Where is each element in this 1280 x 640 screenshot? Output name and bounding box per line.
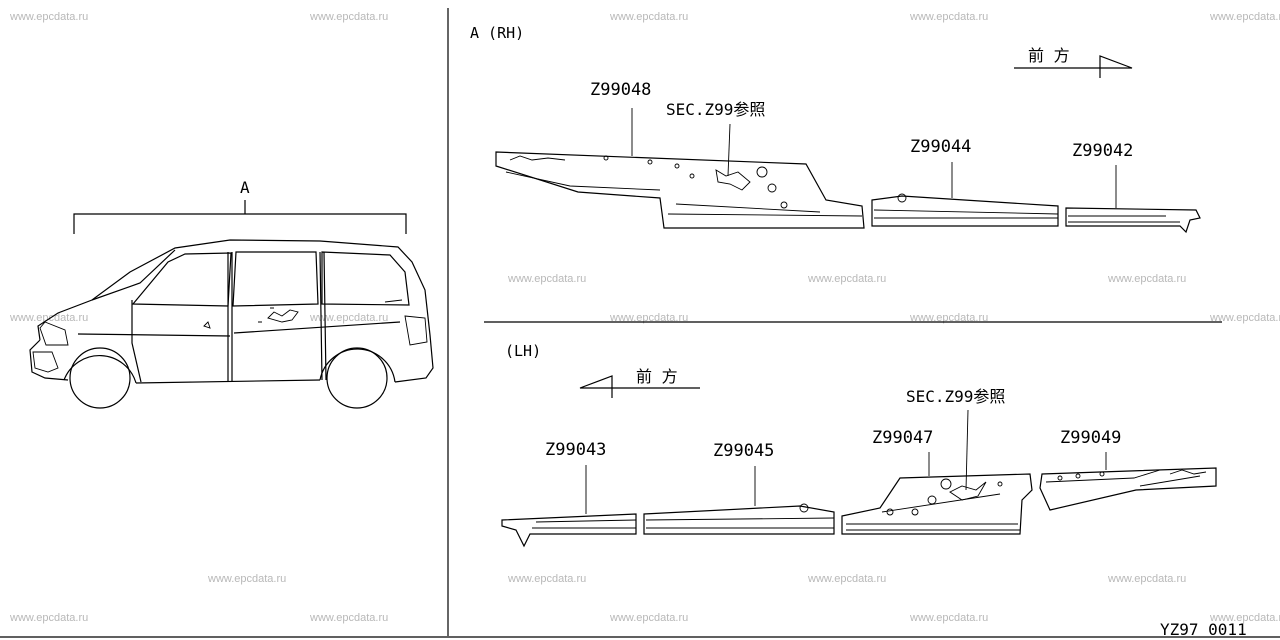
rear-lamp [404, 315, 428, 346]
callout-a-label: A [240, 178, 250, 197]
lh-front-label: 前 方 [636, 367, 678, 386]
lh-hole [1075, 473, 1081, 479]
part-label-z99042: Z99042 [1072, 141, 1133, 161]
lh-see-ref: SEC.Z99参照 [906, 387, 1005, 406]
watermark: www.epcdata.ru [909, 612, 988, 624]
rh-front-label: 前 方 [1028, 46, 1070, 65]
watermark: www.epcdata.ru [609, 11, 688, 23]
rh-hole [897, 193, 907, 203]
watermark: www.epcdata.ru [309, 11, 388, 23]
watermark: www.epcdata.ru [207, 573, 286, 585]
a-pillar-lower [131, 300, 142, 383]
figure-code: YZ97 0011 [1160, 620, 1247, 639]
rh-script-marking [509, 155, 566, 161]
rh-hole [756, 166, 768, 178]
belt-molding [77, 321, 401, 337]
rh-rear-side-rail [1065, 207, 1201, 234]
rh-hole [689, 173, 695, 179]
rh-hole [674, 163, 680, 169]
rh-section: A (RH) 前 方 Z99048 SEC.Z99参照 Z99044 Z9904… [470, 24, 1201, 234]
rh-center-side-rail [871, 195, 1059, 227]
wheel-arches [63, 348, 396, 384]
rh-front-rail-inner-lines [505, 171, 863, 217]
hood-line [91, 249, 176, 301]
watermark: www.epcdata.ru [1107, 273, 1186, 285]
watermark: www.epcdata.ru [909, 11, 988, 23]
rh-title: A (RH) [470, 24, 524, 42]
watermark: www.epcdata.ru [9, 312, 88, 324]
lh-front-side-rail [501, 513, 637, 548]
part-label-z99043: Z99043 [545, 440, 606, 460]
lh-quarter-rail [1039, 467, 1217, 511]
lh-hole [927, 495, 937, 505]
watermark: www.epcdata.ru [807, 573, 886, 585]
lh-hole [886, 508, 894, 516]
part-label-z99048: Z99048 [590, 80, 651, 100]
lh-section: (LH) 前 方 Z99043 Z99045 Z99047 SEC.Z99参照 … [501, 342, 1217, 548]
lh-hole [911, 508, 919, 516]
lh-script-marking [1169, 469, 1207, 475]
side-emblem-marks [203, 307, 299, 329]
lh-quarter-rail-lines [1045, 469, 1201, 487]
callout-bracket [73, 200, 407, 234]
rh-hole [647, 159, 653, 165]
rear-window [321, 251, 410, 306]
rear-wheel [326, 347, 388, 409]
lh-rear-rail-cutout [949, 481, 987, 501]
watermark: www.epcdata.ru [609, 612, 688, 624]
watermark: www.epcdata.ru [1209, 612, 1280, 624]
watermark: www.epcdata.ru [1107, 573, 1186, 585]
watermark: www.epcdata.ru [507, 573, 586, 585]
lh-hole [940, 478, 952, 490]
leader-see-ref-lh [965, 409, 969, 491]
front-bumper-lamp [32, 351, 59, 373]
rh-hole [767, 183, 777, 193]
lh-front-rail-lines [532, 519, 637, 529]
rh-hole [603, 155, 609, 161]
watermark: www.epcdata.ru [909, 312, 988, 324]
lh-front-arrow [579, 375, 700, 398]
watermark: www.epcdata.ru [9, 11, 88, 23]
rh-rear-rail-lines [1068, 215, 1180, 223]
rh-front-rail-cutout [715, 169, 751, 191]
front-wheel [69, 347, 131, 409]
watermark: www.epcdata.ru [309, 312, 388, 324]
rear-badge-mark [384, 299, 403, 303]
rh-see-ref: SEC.Z99参照 [666, 100, 765, 119]
part-label-z99047: Z99047 [872, 428, 933, 448]
lh-hole [1057, 475, 1063, 481]
rh-center-rail-lines [873, 209, 1059, 219]
rh-hole [780, 201, 788, 209]
rh-front-arrow [1014, 55, 1133, 78]
lh-rear-rail-lines [846, 493, 1020, 531]
lh-hole [799, 503, 809, 513]
watermark: www.epcdata.ru [1209, 312, 1280, 324]
watermark: www.epcdata.ru [9, 612, 88, 624]
vehicle-side-view: A [29, 178, 434, 409]
front-window [131, 252, 232, 307]
headlamp [39, 321, 69, 346]
lh-hole [997, 481, 1003, 487]
part-label-z99045: Z99045 [713, 441, 774, 461]
middle-window [232, 251, 319, 307]
leader-see-ref-rh [727, 123, 731, 177]
lh-center-side-rail [643, 505, 835, 535]
watermark-layer: www.epcdata.ru www.epcdata.ru www.epcdat… [9, 11, 1280, 624]
lh-center-rail-lines [645, 517, 835, 529]
watermark: www.epcdata.ru [507, 273, 586, 285]
watermark: www.epcdata.ru [309, 612, 388, 624]
door-pillars [227, 251, 327, 382]
watermark: www.epcdata.ru [1209, 11, 1280, 23]
watermark: www.epcdata.ru [807, 273, 886, 285]
part-label-z99044: Z99044 [910, 137, 971, 157]
watermark: www.epcdata.ru [609, 312, 688, 324]
rh-front-side-rail [495, 151, 865, 229]
part-label-z99049: Z99049 [1060, 428, 1121, 448]
lh-title: (LH) [505, 342, 541, 360]
lh-hole [1099, 471, 1105, 477]
lh-rear-side-rail [841, 473, 1033, 535]
